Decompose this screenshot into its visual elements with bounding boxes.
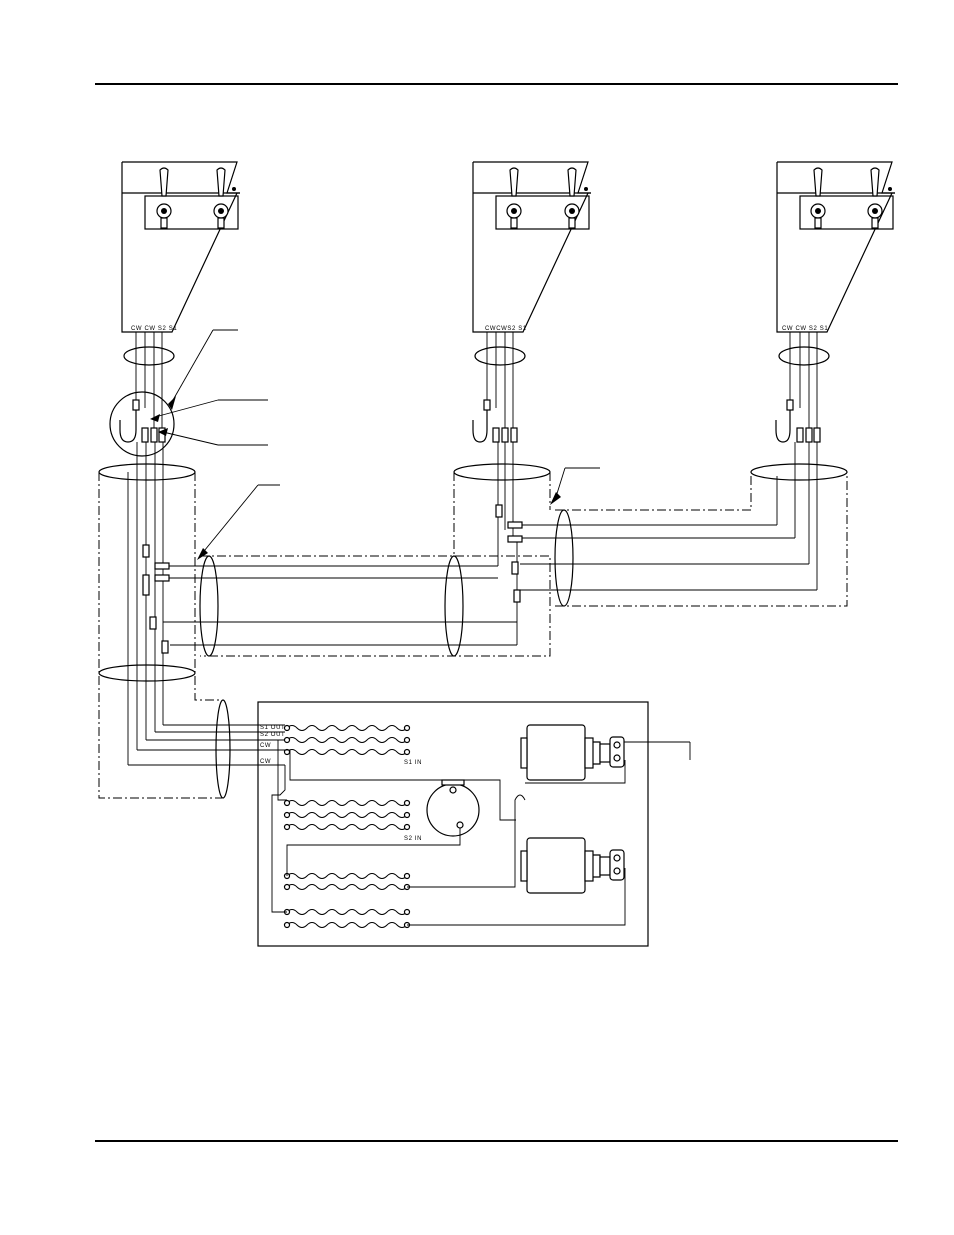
- detail-circle: [109, 391, 175, 457]
- faucet-handle-left: [506, 167, 522, 229]
- manifold-label-s1-out: S1 OUT: [260, 725, 285, 731]
- pump-motor-1: [520, 724, 691, 781]
- trunk-line-middle: [163, 555, 551, 657]
- pump-motor-2: [520, 837, 625, 894]
- cooling-coil-3: [283, 872, 411, 891]
- trunk-line-left: [98, 442, 222, 799]
- manifold-label-cw-top: CW: [260, 743, 271, 749]
- manifold-label-cw-bottom: CW: [260, 759, 271, 765]
- manifold-label-s2-out: S2 OUT: [260, 732, 285, 738]
- faucet-handle-left: [810, 167, 826, 229]
- cooling-coil-4: [283, 908, 411, 929]
- trunk-line-right: [520, 442, 848, 607]
- cooling-coil-2: [283, 799, 411, 831]
- dispenser-label-2: CWCWS2 S1: [485, 326, 527, 332]
- faucet-handle-right: [867, 167, 883, 229]
- dispenser-tower-1: CW CW S2 S1: [109, 161, 268, 457]
- cooler-unit: S1 OUT S2 OUT CW CW S1 IN S2 IN: [128, 699, 691, 947]
- dispenser-tower-3: CW CW S2 S1: [775, 161, 895, 443]
- faucet-handle-right: [213, 167, 229, 229]
- manifold-label-s2-in: S2 IN: [404, 836, 422, 842]
- carbonator-tank: [426, 779, 480, 837]
- faucet-handle-left: [156, 167, 172, 229]
- dispenser-label-3: CW CW S2 S1: [782, 326, 828, 332]
- faucet-handle-right: [564, 167, 580, 229]
- dispenser-label-1: CW CW S2 S1: [131, 326, 177, 332]
- dispenser-tower-2: CWCWS2 S1: [472, 161, 591, 443]
- manifold-label-s1-in: S1 IN: [404, 760, 422, 766]
- cooling-coil-1: [283, 724, 411, 756]
- trunk-line-center: [453, 442, 600, 645]
